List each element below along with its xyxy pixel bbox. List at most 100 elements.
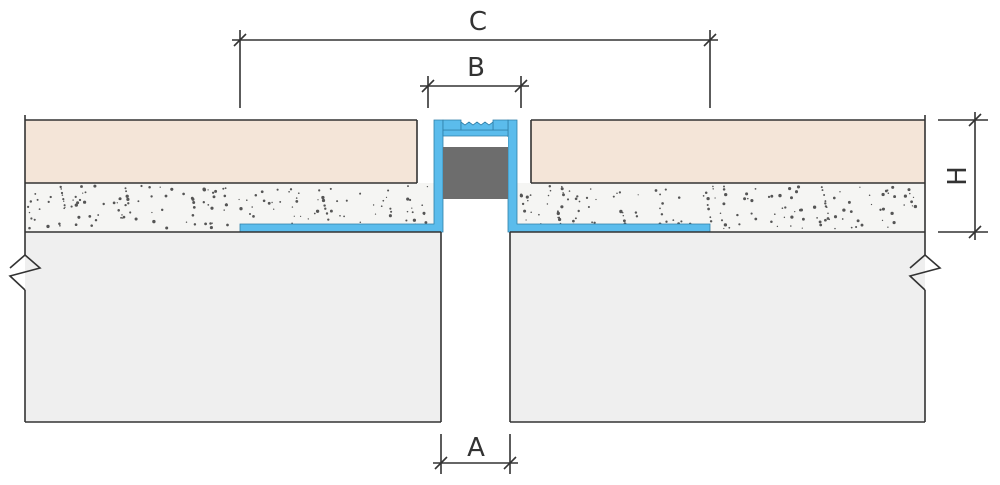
aggregate-speck [61,194,64,196]
aggregate-speck [124,203,127,207]
aggregate-speck [881,207,885,211]
aggregate-speck [723,185,725,188]
aggregate-speck [903,194,908,198]
aggregate-speck [27,205,30,208]
profile-top-channel [442,129,509,137]
aggregate-speck [754,217,758,221]
aggregate-speck [720,219,724,222]
aggregate-speck [790,196,793,200]
aggregate-speck [151,211,153,214]
aggregate-speck [202,201,205,204]
aggregate-speck [359,221,362,224]
aggregate-speck [547,194,550,197]
aggregate-speck [297,192,300,195]
aggregate-speck [59,224,61,227]
aggregate-speck [295,199,299,203]
aggregate-speck [88,215,92,218]
aggregate-speck [784,206,787,209]
aggregate-speck [833,215,838,219]
aggregate-speck [374,213,377,215]
aggregate-speck [150,195,153,198]
aggregate-speck [72,199,74,201]
aggregate-speck [426,185,429,188]
aggregate-speck [260,190,264,194]
aggregate-speck [126,197,130,202]
aggregate-speck [548,184,552,188]
aggregate-speck [28,211,31,214]
aggregate-speck [327,218,330,221]
aggregate-speck [754,188,757,190]
aggregate-speck [214,189,218,193]
aggregate-speck [321,198,326,203]
aggregate-speck [747,197,749,200]
aggregate-speck [724,192,728,197]
aggregate-speck [46,224,50,229]
aggregate-speck [704,191,708,194]
aggregate-speck [820,186,823,189]
profile-right-wing [507,119,711,233]
aggregate-speck [790,215,794,219]
aggregate-speck [794,210,796,213]
concrete-slab-right [510,232,925,422]
aggregate-speck [578,200,581,203]
aggregate-speck [824,218,827,222]
aggregate-speck [881,192,885,197]
aggregate-speck [576,195,579,198]
aggregate-speck [225,203,228,207]
aggregate-speck [29,200,33,203]
aggregate-speck [359,192,362,195]
aggregate-speck [828,218,831,221]
aggregate-speck [323,204,326,207]
aggregate-speck [557,217,562,222]
aggregate-speck [78,198,82,202]
aggregate-speck [879,208,882,211]
aggregate-speck [74,195,77,199]
aggregate-speck [702,195,705,197]
aggregate-speck [288,190,290,193]
aggregate-speck [722,188,726,191]
aggregate-speck [574,197,578,201]
aggregate-speck [207,189,209,191]
aggregate-speck [618,191,622,194]
aggregate-speck [750,212,753,215]
aggregate-speck [736,213,739,217]
aggregate-speck [59,185,62,189]
aggregate-speck [212,195,216,199]
aggregate-speck [60,191,64,195]
aggregate-speck [523,209,527,213]
aggregate-speck [868,194,871,197]
aggregate-speck [339,214,341,217]
aggregate-speck [380,205,383,208]
aggregate-speck [870,203,873,206]
aggregate-speck [423,213,425,216]
aggregate-speck [801,227,803,229]
aggregate-speck [204,222,207,226]
aggregate-speck [148,186,151,189]
aggregate-speck [530,211,532,213]
aggregate-speck [191,213,195,217]
aggregate-speck [788,187,792,191]
aggregate-speck [324,207,327,210]
aggregate-speck [273,208,275,210]
aggregate-speck [192,201,196,204]
aggregate-speck [102,202,105,206]
aggregate-speck [577,209,580,213]
aggregate-speck [860,223,864,227]
concrete-slab-left [25,232,441,422]
aggregate-speck [293,215,295,217]
aggregate-speck [239,207,243,211]
aggregate-speck [90,224,93,227]
aggregate-speck [574,217,577,220]
aggregate-speck [672,219,675,222]
aggregate-speck [591,221,594,224]
aggregate-speck [192,206,196,209]
aggregate-speck [556,211,560,216]
aggregate-speck [159,186,161,188]
aggregate-speck [152,219,156,224]
aggregate-speck [659,207,661,210]
aggregate-speck [165,226,169,230]
aggregate-speck [635,215,639,218]
aggregate-speck [722,202,726,206]
aggregate-speck [299,215,302,218]
profile-upper-lip-right [492,119,509,131]
